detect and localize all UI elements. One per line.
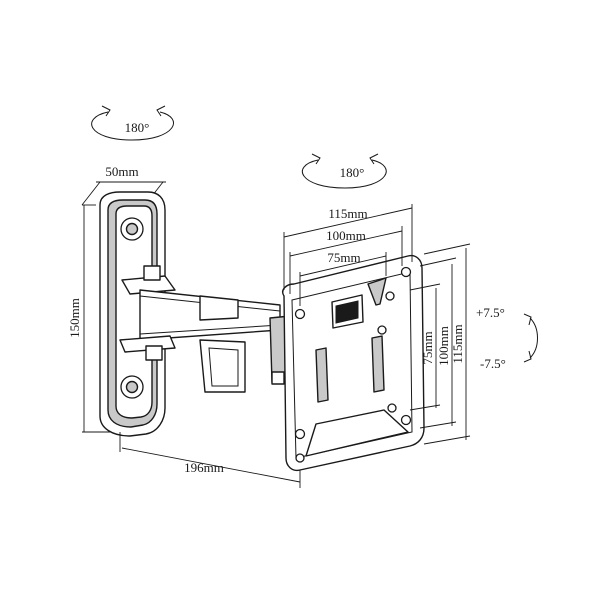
- vesa-slot-top-right: [367, 277, 387, 306]
- pivot-bolt-plate: [271, 371, 285, 385]
- vesa-plate: [282, 254, 425, 472]
- vesa-hole-top-right: [400, 266, 412, 278]
- wall-swivel-arrow-left-icon: [101, 105, 111, 117]
- dim-vesa-horizontal: 115mm 100mm 75mm: [283, 204, 413, 306]
- tilt-arc: [529, 317, 538, 359]
- arm-swivel-arrow-left-icon: [311, 153, 321, 165]
- dim-wall-plate-height: 150mm: [67, 204, 120, 433]
- dim-vesa-min-v-label: 75mm: [420, 331, 435, 364]
- vesa-hole-bottom-left: [294, 428, 306, 440]
- dim-wall-plate-width-label: 50mm: [105, 164, 138, 179]
- tilt-up-label: +7.5°: [476, 305, 505, 320]
- arm-swivel-ellipse: [301, 159, 387, 189]
- tilt-down-arrow-icon: [523, 350, 532, 363]
- arm-swivel-label: 180°: [340, 165, 365, 180]
- dim-vesa-min-h-label: 75mm: [327, 250, 360, 265]
- articulating-arm: [119, 265, 293, 393]
- tilt-indicator: +7.5° -7.5°: [476, 305, 538, 371]
- wall-swivel-arrow-right-icon: [156, 105, 166, 117]
- dim-arm-length-label: 196mm: [184, 460, 224, 475]
- arm-swivel-indicator: 180°: [301, 153, 387, 189]
- vesa-hole-75-top: [377, 325, 387, 335]
- dim-vesa-vertical: 75mm 100mm 115mm: [409, 243, 471, 445]
- wall-plate: [99, 191, 166, 437]
- wall-plate-top-hole: [120, 217, 144, 241]
- pivot-bolt-top: [143, 265, 161, 281]
- tilt-down-label: -7.5°: [480, 356, 506, 371]
- vesa-hole-top-left: [294, 308, 306, 320]
- vesa-lock-bracket: [331, 294, 364, 329]
- vesa-hole-100-top: [385, 291, 395, 301]
- dim-vesa-max-v-label: 115mm: [450, 324, 465, 363]
- pivot-bolt-bottom: [145, 345, 163, 361]
- wall-swivel-label: 180°: [125, 120, 150, 135]
- dim-vesa-mid-h-label: 100mm: [326, 228, 366, 243]
- wall-plate-bottom-hole: [120, 375, 144, 399]
- dim-arm-length: 196mm: [119, 432, 301, 488]
- dim-wall-plate-height-label: 150mm: [67, 298, 82, 338]
- tilt-up-arrow-icon: [523, 313, 532, 326]
- wall-swivel-indicator: 180°: [91, 105, 174, 141]
- vesa-slot-right: [371, 335, 385, 393]
- wall-swivel-ellipse: [91, 111, 174, 141]
- arm-swivel-arrow-right-icon: [369, 153, 379, 165]
- dim-vesa-max-h-label: 115mm: [328, 206, 367, 221]
- vesa-hole-bottom-right: [400, 414, 412, 426]
- dim-vesa-mid-v-label: 100mm: [436, 326, 451, 366]
- vesa-hole-100-bottom: [387, 403, 397, 413]
- vesa-slot-left: [315, 347, 329, 403]
- vesa-hole-extra-bottom: [295, 453, 305, 463]
